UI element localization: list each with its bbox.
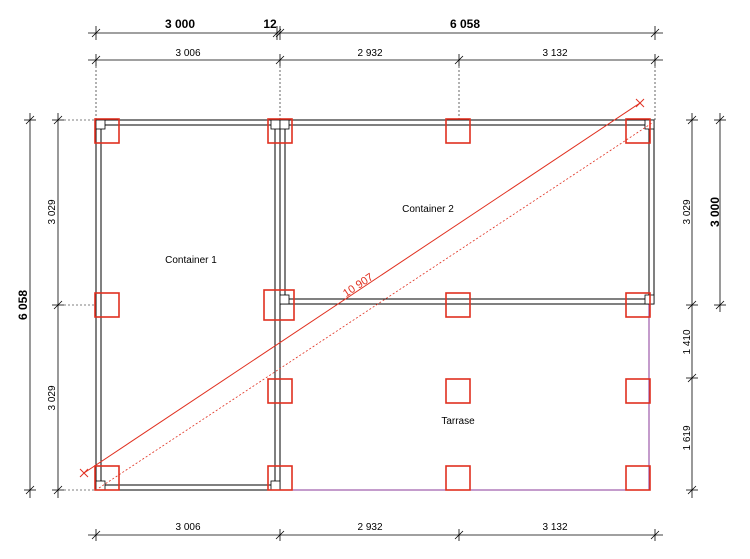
top-overall-dim-2: 12 xyxy=(263,17,277,31)
room-label-container-1: Container 1 xyxy=(165,255,217,266)
bottom-detail-dim-3: 3 132 xyxy=(542,522,567,533)
top-detail-dimension: 3 006 2 932 3 132 xyxy=(88,48,663,120)
top-overall-dimension: 3 000 12 6 058 xyxy=(88,17,663,40)
diagonal-length-label: 10 907 xyxy=(341,271,376,300)
top-detail-dim-3: 3 132 xyxy=(542,48,567,59)
diagonal-measurement: 10 907 xyxy=(79,98,653,489)
left-detail-dimension: 3 029 3 029 xyxy=(47,113,96,498)
bottom-detail-dim-2: 2 932 xyxy=(357,522,382,533)
container-2-walls xyxy=(279,119,655,305)
right-detail-dim-3: 1 619 xyxy=(682,425,693,450)
bottom-detail-dim-1: 3 006 xyxy=(175,522,200,533)
foundation-pads xyxy=(94,118,651,491)
top-detail-dim-1: 3 006 xyxy=(175,48,200,59)
container-1-walls xyxy=(95,119,281,491)
top-overall-dim-1: 3 000 xyxy=(165,17,195,31)
right-overall-dimension: 3 000 xyxy=(708,113,726,312)
right-overall-dim: 3 000 xyxy=(708,197,722,227)
top-detail-dim-2: 2 932 xyxy=(357,48,382,59)
left-detail-dim-2: 3 029 xyxy=(47,385,58,410)
right-detail-dim-2: 1 410 xyxy=(682,329,693,354)
terrace-outline xyxy=(279,303,650,491)
top-overall-dim-3: 6 058 xyxy=(450,17,480,31)
room-label-container-2: Container 2 xyxy=(402,204,454,215)
room-label-terrace: Tarrase xyxy=(441,416,475,427)
right-detail-dimension: 3 029 1 410 1 619 xyxy=(682,113,698,498)
left-detail-dim-1: 3 029 xyxy=(47,199,58,224)
right-detail-dim-1: 3 029 xyxy=(682,199,693,224)
bottom-detail-dimension: 3 006 2 932 3 132 xyxy=(88,522,663,541)
left-overall-dim: 6 058 xyxy=(16,290,30,320)
left-overall-dimension: 6 058 xyxy=(16,113,36,498)
